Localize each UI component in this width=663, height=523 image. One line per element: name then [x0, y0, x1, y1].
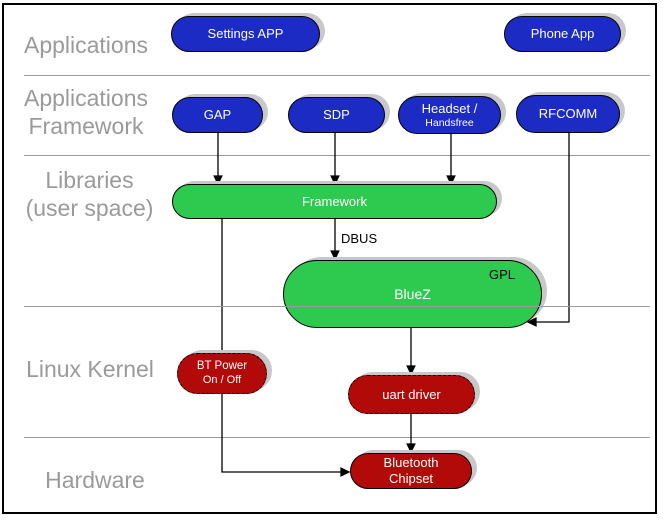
layer-label-linux-kernel: Linux Kernel	[10, 355, 170, 383]
node-settings-app-label: Settings APP	[207, 26, 284, 42]
node-rfcomm: RFCOMM	[516, 95, 620, 133]
arrowhead-uart-to-chipset	[406, 443, 416, 454]
arrowhead-headset-to-framework	[446, 175, 456, 186]
node-phone-app-label: Phone App	[530, 26, 595, 42]
node-bt-power-line1: BT Power	[196, 360, 248, 372]
node-bluetooth-chipset-line2: Chipset	[388, 471, 434, 486]
node-sdp-label: SDP	[323, 107, 350, 123]
node-sdp: SDP	[288, 97, 385, 133]
layer-label-hardware: Hardware	[20, 466, 170, 494]
layer-label-applications-text: Applications	[23, 32, 149, 58]
node-phone-app: Phone App	[504, 16, 621, 52]
layer-label-applications-framework-line2: Framework	[28, 113, 144, 139]
layer-divider-kernel	[24, 437, 650, 438]
node-gap: GAP	[172, 97, 263, 133]
arrowhead-framework-to-bluez	[330, 250, 340, 261]
node-framework-label: Framework	[301, 193, 367, 209]
layer-divider-libraries	[24, 306, 650, 307]
arrow-framework-to-chipset	[221, 219, 343, 473]
dbus-label: DBUS	[341, 231, 378, 246]
layer-label-applications-framework-line1: Applications	[23, 85, 149, 111]
node-bluetooth-chipset: Bluetooth Chipset	[350, 453, 472, 489]
node-bluez-label: BlueZ	[394, 285, 431, 302]
layer-label-libraries: Libraries (user space)	[12, 166, 167, 222]
layer-label-libraries-line2: (user space)	[25, 195, 154, 221]
arrowhead-sdp-to-framework	[330, 175, 340, 186]
arrowhead-framework-to-chipset	[340, 467, 351, 477]
layer-divider-applications	[24, 75, 650, 76]
layer-label-libraries-line1: Libraries	[45, 167, 134, 193]
node-gap-label: GAP	[203, 107, 232, 123]
arrow-rfcomm-to-bluez	[534, 133, 570, 323]
layer-label-linux-kernel-text: Linux Kernel	[26, 356, 154, 382]
arrowhead-bluez-to-uart	[406, 365, 416, 376]
node-bt-power: BT Power On / Off	[177, 353, 267, 394]
node-uart-driver-label: uart driver	[382, 386, 441, 402]
node-settings-app: Settings APP	[171, 16, 320, 52]
gpl-badge: GPL	[488, 267, 515, 282]
node-headset-line2: Handsfree	[425, 116, 474, 129]
diagram-border	[2, 3, 657, 514]
arrowhead-gap-to-framework	[213, 175, 223, 186]
layer-divider-framework	[24, 155, 650, 156]
node-headset-handsfree: Headset / Handsfree	[398, 96, 501, 134]
node-headset-line1: Headset /	[421, 100, 478, 116]
layer-label-applications: Applications	[16, 31, 156, 59]
layer-label-hardware-text: Hardware	[45, 467, 145, 493]
node-rfcomm-label: RFCOMM	[538, 106, 598, 122]
arrowhead-rfcomm-to-bluez	[526, 317, 537, 327]
node-uart-driver: uart driver	[348, 375, 475, 414]
node-bt-power-line2: On / Off	[202, 373, 242, 386]
layer-label-applications-framework: Applications Framework	[16, 84, 156, 140]
node-bluetooth-chipset-line1: Bluetooth	[383, 455, 439, 471]
node-framework: Framework	[172, 184, 497, 219]
node-bluez: GPL BlueZ	[283, 260, 542, 328]
